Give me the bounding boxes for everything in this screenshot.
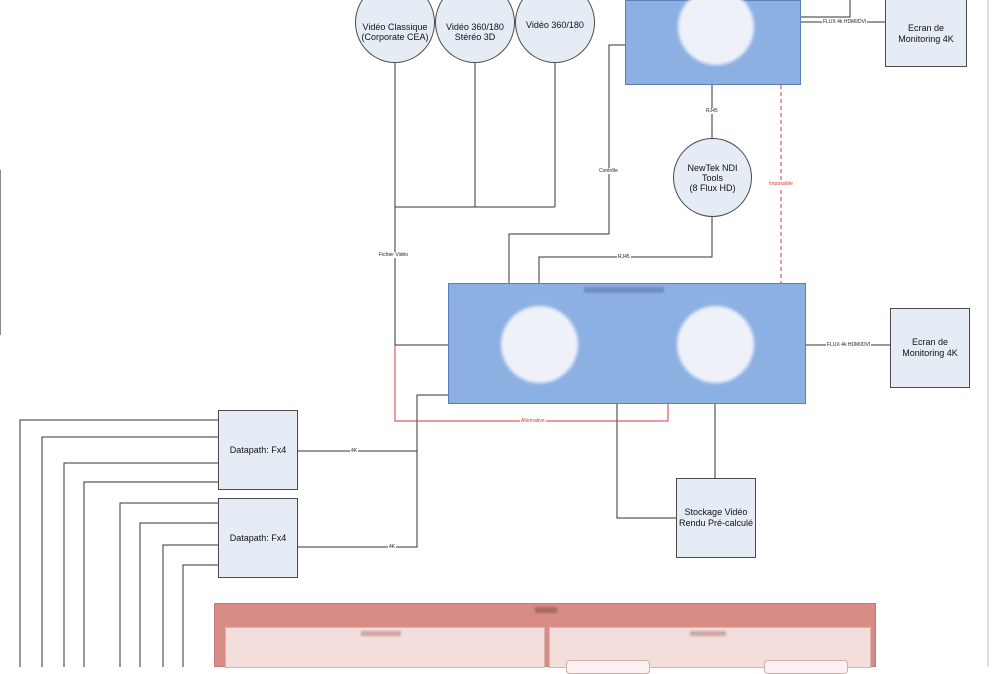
- edge-input-8: [182, 564, 218, 667]
- label-alternative: Alternative: [520, 418, 546, 424]
- edge-rj45-mid: [538, 217, 713, 284]
- edge-input-2: [41, 436, 218, 667]
- node-video-360[interactable]: Vidéo 360/180: [515, 0, 595, 63]
- panel-bottom-sub-right-title: [690, 631, 726, 636]
- node-datapath-2[interactable]: Datapath: Fx4: [218, 498, 298, 578]
- edge-controle: [508, 44, 625, 284]
- edge-datapath-1: [298, 394, 450, 452]
- node-newtek-label: NewTek NDI Tools (8 Flux HD): [687, 162, 738, 193]
- label-flux-top: FLUX 4k HDMI/DVI: [822, 19, 868, 25]
- panel-main-circle-left: [501, 306, 578, 383]
- panel-main-circle-right: [677, 306, 754, 383]
- panel-top-blurred[interactable]: [625, 0, 801, 85]
- node-ecran-top-label: Ecran de Monitoring 4K: [898, 22, 954, 44]
- panel-top-circle: [678, 0, 754, 65]
- label-4k-1: 4K: [350, 448, 359, 454]
- label-impossible: Impossible: [768, 181, 794, 187]
- edge-input-4: [83, 481, 218, 667]
- node-stockage-label: Stockage Vidéo Rendu Pré-calculé: [678, 507, 754, 528]
- node-video-360-stereo-label: Vidéo 360/180 Stéréo 3D: [446, 21, 504, 42]
- edge-input-7: [162, 544, 218, 667]
- edge-video-classique: [394, 63, 450, 346]
- label-rj45-top: RJ45: [705, 108, 719, 114]
- node-datapath-1-label: Datapath: Fx4: [229, 444, 287, 455]
- panel-main-blurred[interactable]: [448, 283, 806, 404]
- label-4k-2: 4K: [388, 544, 397, 550]
- panel-bottom-chip-1: [566, 660, 650, 674]
- panel-bottom-sub-left: [225, 627, 545, 668]
- node-ecran-mid[interactable]: Ecran de Monitoring 4K: [890, 308, 970, 388]
- edge-input-6: [139, 522, 218, 667]
- node-stockage[interactable]: Stockage Vidéo Rendu Pré-calculé: [676, 478, 756, 558]
- label-flux-mid: FLUX 4k HDMI/DVI: [826, 342, 872, 348]
- node-video-classique-label: Vidéo Classique (Corporate CEA): [361, 21, 429, 42]
- label-controle: Contrôle: [598, 168, 619, 174]
- node-ecran-top[interactable]: Ecran de Monitoring 4K: [885, 0, 967, 67]
- panel-bottom-blurred[interactable]: [214, 603, 876, 674]
- node-video-360-stereo[interactable]: Vidéo 360/180 Stéréo 3D: [435, 0, 515, 63]
- edge-datapath-2: [298, 451, 418, 548]
- node-datapath-2-label: Datapath: Fx4: [229, 532, 287, 543]
- panel-main-title-blurred: [584, 287, 664, 293]
- node-datapath-1[interactable]: Datapath: Fx4: [218, 410, 298, 490]
- label-rj45-mid: RJ45: [617, 254, 631, 260]
- node-newtek[interactable]: NewTek NDI Tools (8 Flux HD): [673, 138, 752, 217]
- node-video-360-label: Vidéo 360/180: [526, 19, 584, 30]
- node-ecran-mid-label: Ecran de Monitoring 4K: [902, 337, 958, 358]
- edge-input-1: [19, 419, 218, 667]
- edge-input-3: [63, 462, 218, 667]
- panel-bottom-sub-right: [549, 627, 871, 674]
- panel-bottom-chip-2: [764, 660, 848, 674]
- label-fichier-video: Fichier Vidéo: [378, 252, 410, 258]
- edge-top-extra: [800, 0, 851, 18]
- panel-bottom-title-blurred: [535, 607, 557, 613]
- panel-bottom-sub-left-title: [361, 631, 401, 636]
- edge-input-5: [119, 502, 218, 667]
